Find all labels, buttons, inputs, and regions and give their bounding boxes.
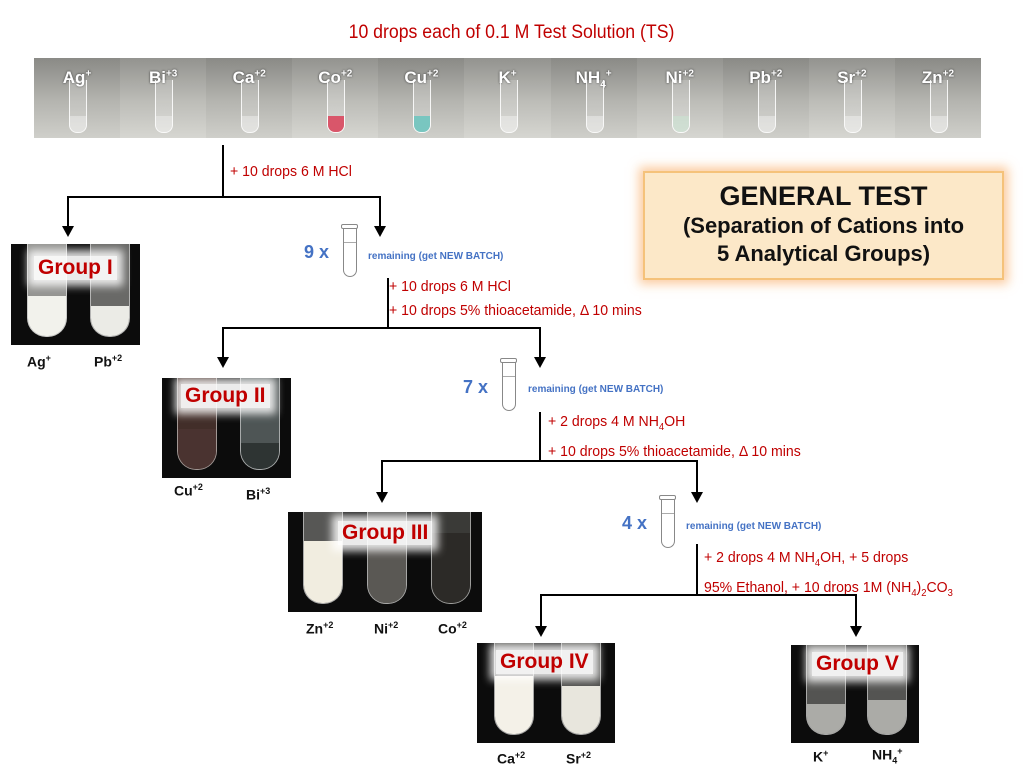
- connector: [222, 145, 224, 197]
- arrow-down-icon: [691, 492, 703, 503]
- connector: [540, 594, 857, 596]
- group-3-label: Group III: [338, 521, 433, 545]
- remaining-count: 7 x: [463, 377, 489, 397]
- arrow-down-icon: [62, 226, 74, 237]
- arrow-down-icon: [535, 626, 547, 637]
- group-5-label: Group V: [812, 652, 903, 676]
- ion-label: Co+2: [438, 620, 467, 637]
- connector: [381, 460, 383, 492]
- step-1-reagent: + 10 drops 6 M HCl: [230, 163, 352, 180]
- test-tube-icon: [659, 495, 676, 548]
- remaining-count: 9 x: [304, 242, 330, 262]
- ion-label: Ni+2: [374, 620, 399, 637]
- connector: [222, 327, 224, 357]
- connector: [67, 196, 69, 226]
- general-test-box: GENERAL TEST (Separation of Cations into…: [643, 171, 1004, 280]
- ion-label: Sr+2: [566, 750, 592, 767]
- group-1-label: Group I: [34, 256, 117, 280]
- ts-ni: Ni+2: [636, 58, 723, 138]
- ts-nh4: NH4+: [550, 58, 637, 138]
- remaining-note: remaining (get NEW BATCH): [528, 384, 664, 395]
- ts-ag: Ag+: [34, 58, 121, 138]
- remaining-note: remaining (get NEW BATCH): [368, 251, 504, 262]
- connector: [222, 327, 541, 329]
- diagram-title: 10 drops each of 0.1 M Test Solution (TS…: [348, 22, 675, 43]
- group-3-photo: [288, 512, 482, 612]
- ts-co: Co+2: [292, 58, 379, 138]
- ts-zn: Zn+2: [894, 58, 982, 138]
- ion-label: Cu+2: [174, 482, 203, 499]
- connector: [67, 196, 381, 198]
- ts-cu: Cu+2: [378, 58, 465, 138]
- remaining-count: 4 x: [622, 513, 648, 533]
- arrow-down-icon: [217, 357, 229, 368]
- remaining-note: remaining (get NEW BATCH): [686, 521, 822, 532]
- arrow-down-icon: [374, 226, 386, 237]
- general-test-title: GENERAL TEST: [719, 181, 928, 211]
- arrow-down-icon: [850, 626, 862, 637]
- ts-k: K+: [464, 58, 551, 138]
- ion-label: K+: [813, 748, 829, 765]
- ion-label: Ca+2: [497, 750, 526, 767]
- ion-label: Bi+3: [246, 486, 271, 503]
- connector: [855, 594, 857, 626]
- arrow-down-icon: [534, 357, 546, 368]
- connector: [387, 278, 389, 328]
- test-solution-strip: Ag+ Bi+3 Ca+2 Co+2 Cu+2 K+ NH4+ Ni+2 Pb+…: [34, 58, 982, 138]
- arrow-down-icon: [376, 492, 388, 503]
- ts-pb: Pb+2: [722, 58, 809, 138]
- group-4-label: Group IV: [496, 650, 593, 674]
- ts-ca: Ca+2: [206, 58, 293, 138]
- step-2-reagent: + 10 drops 6 M HCl + 10 drops 5% thioace…: [389, 278, 642, 319]
- connector: [539, 327, 541, 357]
- step-4-reagent: + 2 drops 4 M NH4OH, + 5 drops 95% Ethan…: [704, 549, 953, 599]
- test-tube-icon: [500, 358, 517, 411]
- ts-sr: Sr+2: [808, 58, 895, 138]
- step-3-reagent: + 2 drops 4 M NH4OH + 10 drops 5% thioac…: [548, 413, 801, 460]
- ion-label: NH4+: [872, 746, 903, 766]
- connector: [381, 460, 698, 462]
- ion-label: Ag+: [27, 353, 51, 370]
- connector: [696, 460, 698, 492]
- connector: [540, 594, 542, 626]
- connector: [696, 544, 698, 595]
- ion-label: Zn+2: [306, 620, 334, 637]
- ion-label: Pb+2: [94, 353, 123, 370]
- connector: [379, 196, 381, 226]
- connector: [539, 412, 541, 460]
- group-2-label: Group II: [181, 384, 270, 408]
- ts-bi: Bi+3: [120, 58, 207, 138]
- test-tube-icon: [341, 224, 358, 277]
- general-test-subtitle: (Separation of Cations into 5 Analytical…: [682, 213, 965, 266]
